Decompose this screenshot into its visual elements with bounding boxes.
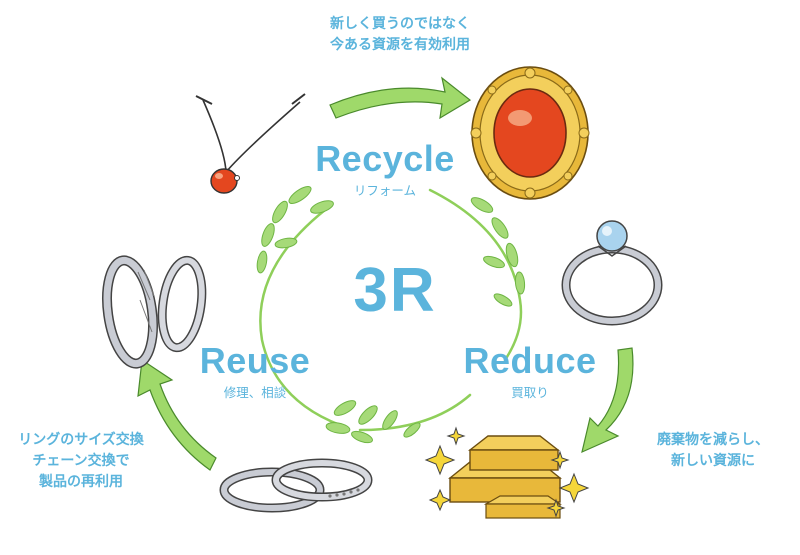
center-title: 3R (353, 256, 437, 325)
stage-recycle-sub: リフォーム (353, 183, 417, 198)
diamond-ring-icon (561, 220, 663, 326)
stage-recycle: Recycle リフォーム (305, 138, 465, 199)
necklace-icon (195, 93, 306, 194)
cycle-arrow-top (329, 76, 472, 120)
caption-right: 廃棄物を減らし、 新しい資源に (628, 430, 798, 472)
stage-reduce-label: Reduce (463, 340, 597, 381)
caption-top-line-1: 新しく買うのではなく (330, 16, 470, 32)
band-rings-icon (219, 458, 373, 513)
caption-right-line-2: 新しい資源に (671, 453, 755, 469)
leaf-sprigs (256, 185, 526, 444)
caption-top-line-2: 今ある資源を有効利用 (330, 37, 470, 53)
caption-right-line-1: 廃棄物を減らし、 (657, 432, 769, 448)
cycle-arrow-right (581, 347, 634, 454)
wedding-rings-icon (102, 255, 207, 369)
stage-reduce: Reduce 買取り (450, 340, 610, 401)
stage-reuse-label: Reuse (199, 340, 311, 381)
gold-bars-icon (448, 435, 562, 519)
caption-top: 新しく買うのではなく 今ある資源を有効利用 (295, 14, 505, 56)
caption-left: リングのサイズ交換 チェーン交換で 製品の再利用 (0, 430, 162, 493)
caption-left-line-3: 製品の再利用 (39, 474, 123, 490)
stage-reuse-sub: 修理、相談 (223, 385, 287, 400)
caption-left-line-1: リングのサイズ交換 (18, 432, 144, 448)
sparkle-icons (424, 426, 590, 518)
stage-recycle-label: Recycle (315, 138, 455, 179)
caption-left-line-2: チェーン交換で (32, 453, 130, 469)
brooch-icon (470, 66, 590, 200)
stage-reuse: Reuse 修理、相談 (180, 340, 330, 401)
stage-reduce-sub: 買取り (511, 385, 549, 400)
